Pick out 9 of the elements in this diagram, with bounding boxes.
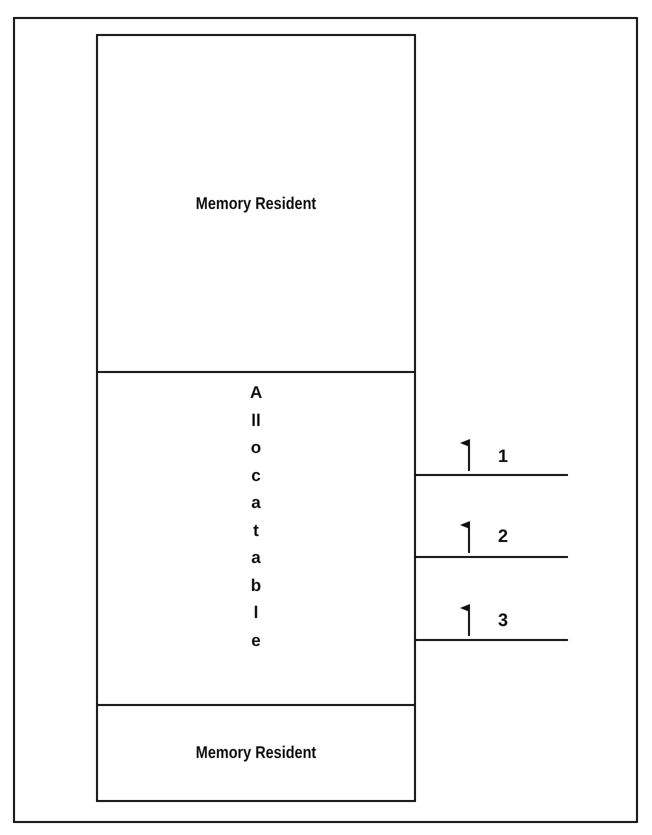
region-label: Memory Resident bbox=[196, 743, 316, 763]
memory-region bbox=[96, 704, 416, 802]
callout-number: 2 bbox=[498, 526, 508, 547]
memory-region bbox=[96, 34, 416, 373]
callout-number: 3 bbox=[498, 610, 508, 631]
region-label: Memory Resident bbox=[196, 194, 316, 214]
region-label: Allocatable bbox=[250, 382, 262, 652]
memory-region bbox=[96, 371, 416, 706]
callout-number: 1 bbox=[498, 446, 508, 467]
